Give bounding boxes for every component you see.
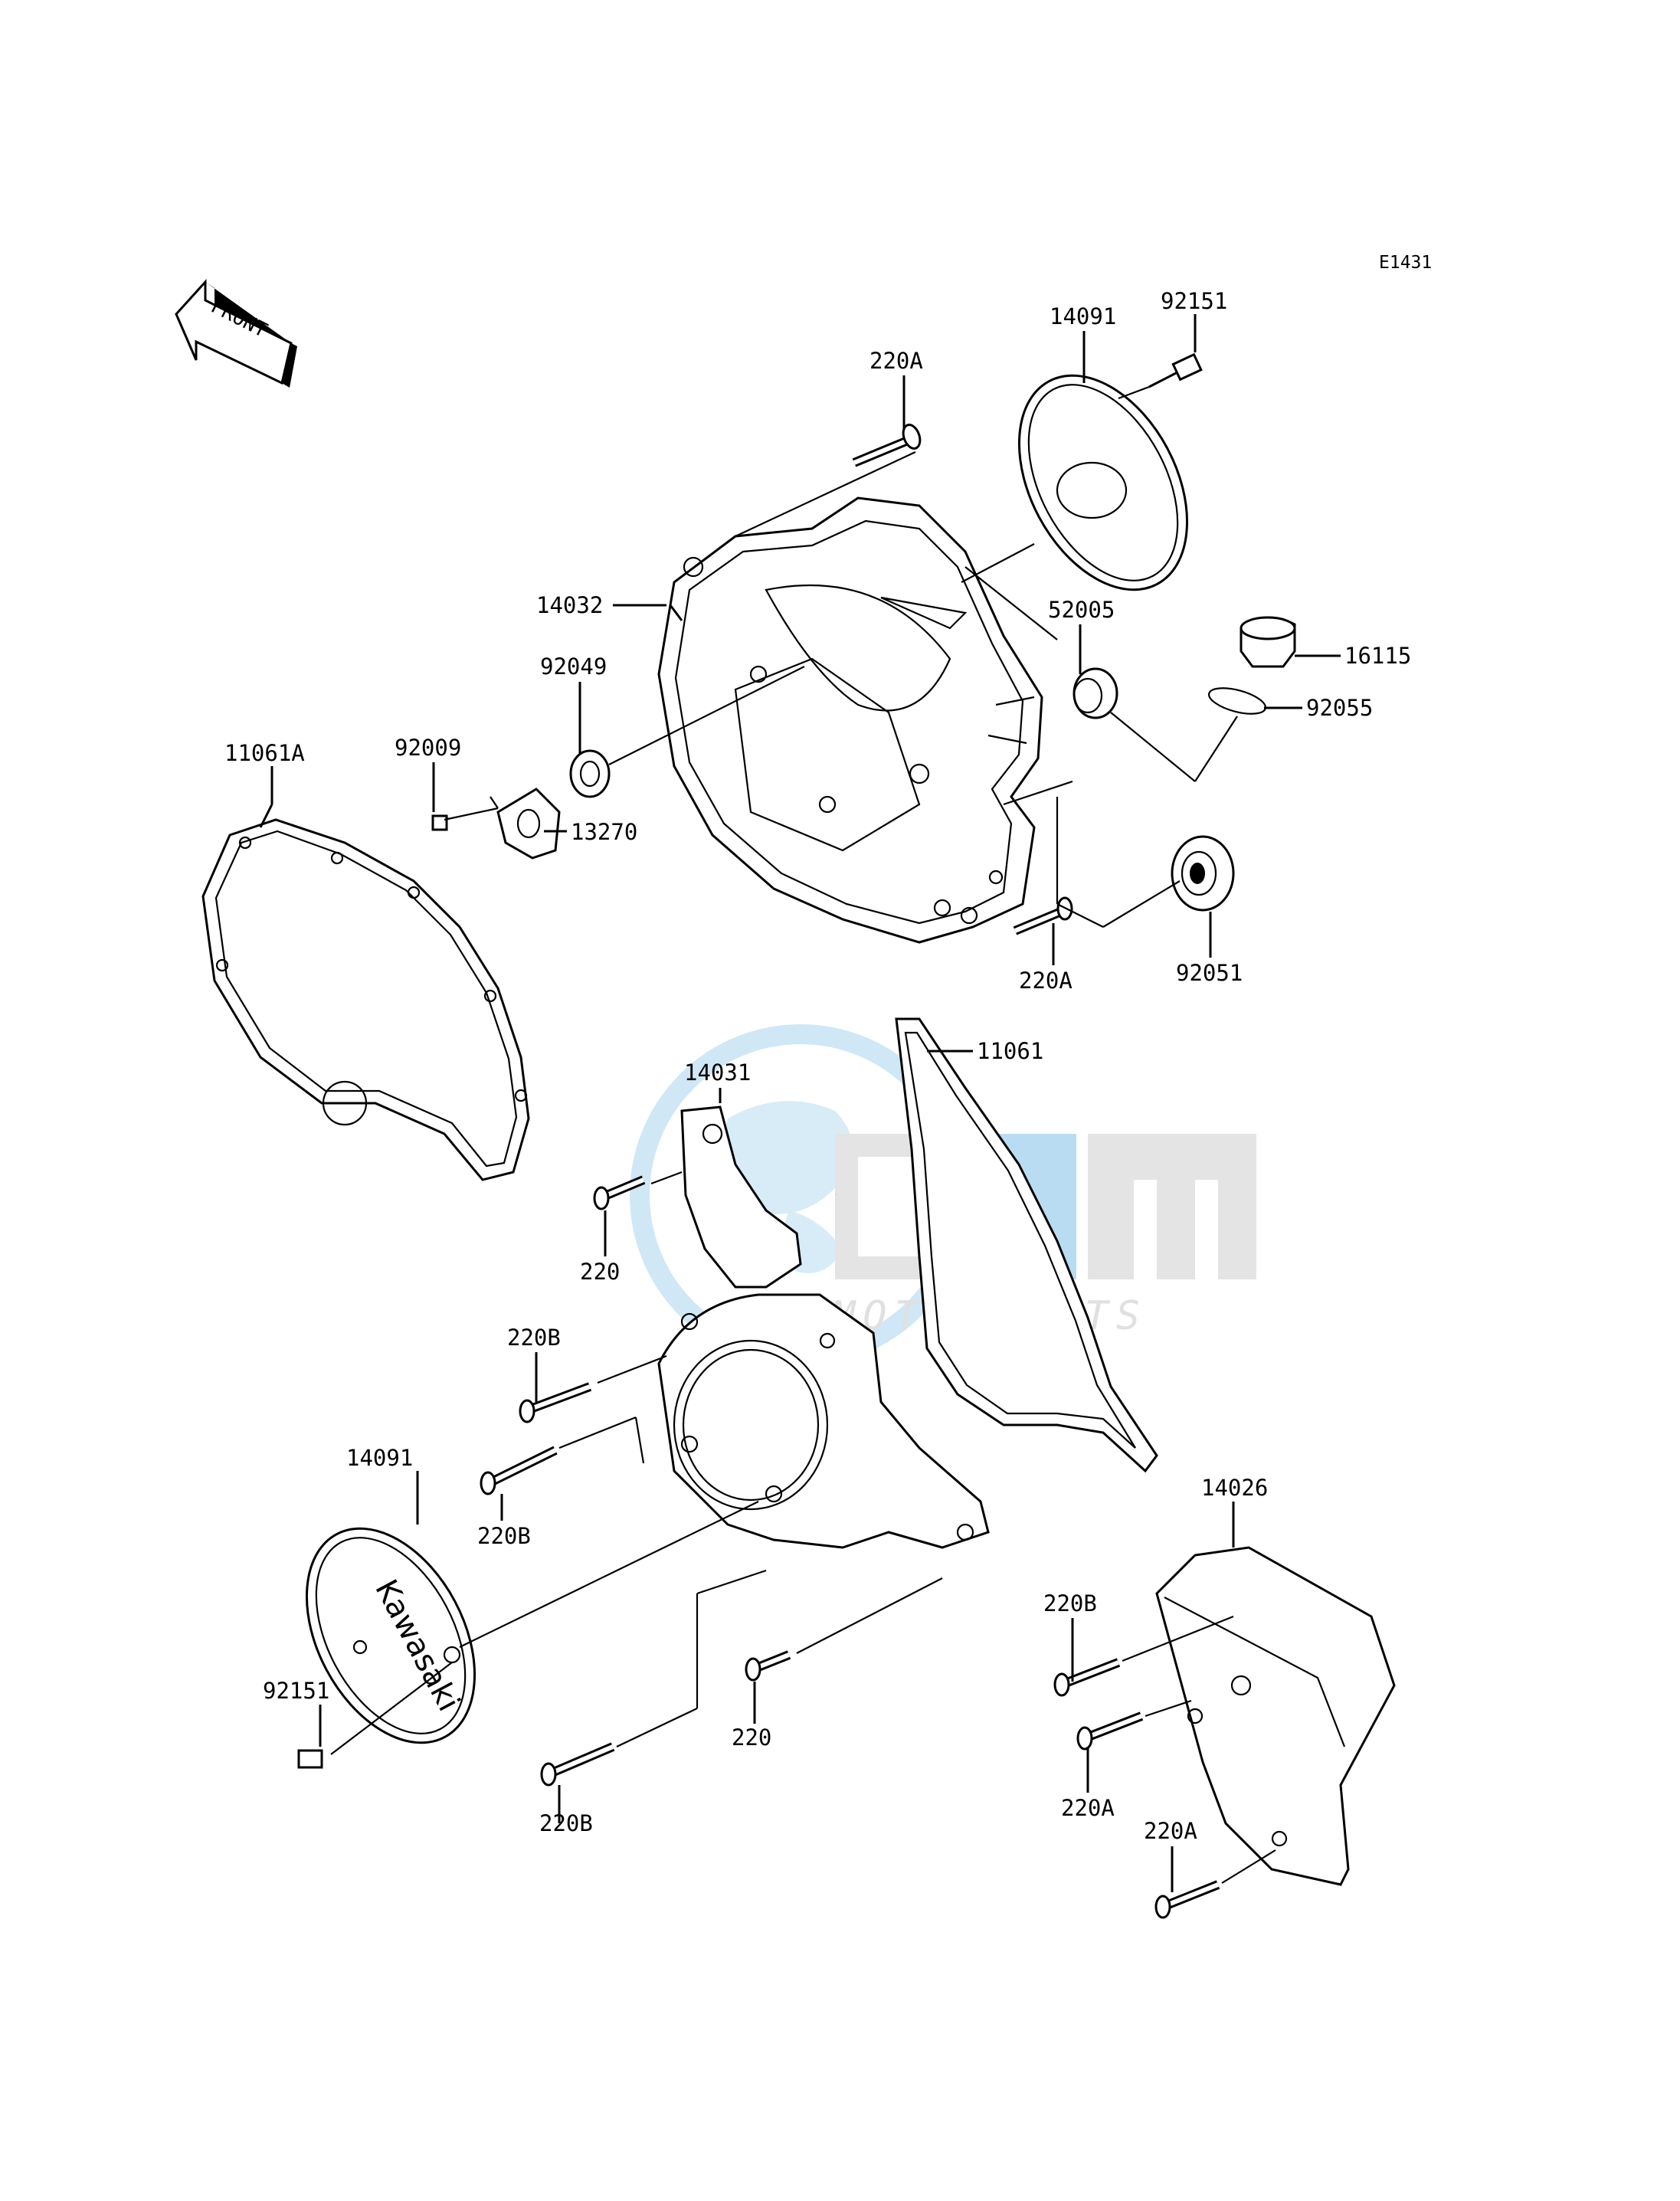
bolt-220B-c xyxy=(540,1742,615,1787)
label-220-left: 220 xyxy=(580,1259,620,1285)
label-92055: 92055 xyxy=(1306,695,1373,721)
label-92009: 92009 xyxy=(395,735,461,761)
label-14031: 14031 xyxy=(684,1060,751,1086)
part-labels: 14091 92151 220A 14032 52005 16115 92055… xyxy=(224,288,1411,1844)
label-92151-bottom: 92151 xyxy=(263,1678,329,1704)
label-14091-bottom: 14091 xyxy=(346,1445,413,1471)
label-220B-d: 220B xyxy=(1043,1590,1097,1616)
bolt-220A-top xyxy=(852,424,922,467)
gasket-11061 xyxy=(895,1017,1158,1473)
bolt-220-left xyxy=(593,1175,646,1210)
sprocket-cover-14026 xyxy=(1155,1546,1396,1886)
label-52005: 52005 xyxy=(1048,597,1115,623)
bolt-220A-b xyxy=(1076,1711,1144,1751)
label-220B-b: 220B xyxy=(477,1523,531,1549)
bolt-220B-a xyxy=(519,1382,592,1423)
label-220B-a: 220B xyxy=(507,1325,561,1351)
label-92049: 92049 xyxy=(540,653,607,680)
bolt-220A-c xyxy=(1154,1880,1220,1919)
label-220-bottom: 220 xyxy=(732,1724,771,1751)
screw-92009 xyxy=(431,814,448,831)
bolt-220A-mid xyxy=(1013,896,1073,935)
watermark-line1: OSM xyxy=(835,1194,837,1196)
cover-14032 xyxy=(657,496,1043,944)
cap-16115 xyxy=(1240,616,1296,668)
seal-92049 xyxy=(569,749,611,798)
label-220B-c: 220B xyxy=(539,1810,593,1836)
label-14026: 14026 xyxy=(1201,1475,1268,1501)
label-14091-top: 14091 xyxy=(1050,303,1116,329)
label-220A-c: 220A xyxy=(1144,1818,1197,1844)
bolt-92151-top xyxy=(1148,352,1203,388)
front-arrow-icon: FRONT xyxy=(175,279,297,388)
diagram-ref-code: E1431 xyxy=(1379,253,1432,273)
leader-lines xyxy=(259,314,1341,1892)
bolt-220-bottom xyxy=(745,1650,791,1682)
label-14032: 14032 xyxy=(536,592,603,618)
plate-13270 xyxy=(496,788,561,860)
seal-52005 xyxy=(1073,667,1118,719)
label-92051: 92051 xyxy=(1176,960,1243,986)
label-16115: 16115 xyxy=(1344,643,1411,669)
oring-92055 xyxy=(1208,687,1266,715)
label-220A-b: 220A xyxy=(1061,1795,1115,1821)
label-92151-top: 92151 xyxy=(1161,288,1227,314)
bearing-92051 xyxy=(1171,835,1235,912)
label-220A-top: 220A xyxy=(869,348,923,374)
bolt-92151-bottom xyxy=(297,1749,323,1769)
assembly-guide-lines xyxy=(330,385,1276,1884)
generator-cover xyxy=(657,1293,990,1549)
gasket-11061A xyxy=(201,818,530,1181)
label-13270: 13270 xyxy=(571,819,637,845)
cap-14091-bottom: Kawasaki xyxy=(305,1527,476,1744)
bracket-14031 xyxy=(680,1105,802,1289)
label-11061: 11061 xyxy=(977,1038,1043,1064)
label-11061A: 11061A xyxy=(224,740,305,766)
bolt-220B-d xyxy=(1053,1658,1121,1697)
cap-14091-top xyxy=(1017,374,1189,591)
bolt-220B-b xyxy=(480,1446,558,1495)
label-220A-mid: 220A xyxy=(1019,968,1073,994)
